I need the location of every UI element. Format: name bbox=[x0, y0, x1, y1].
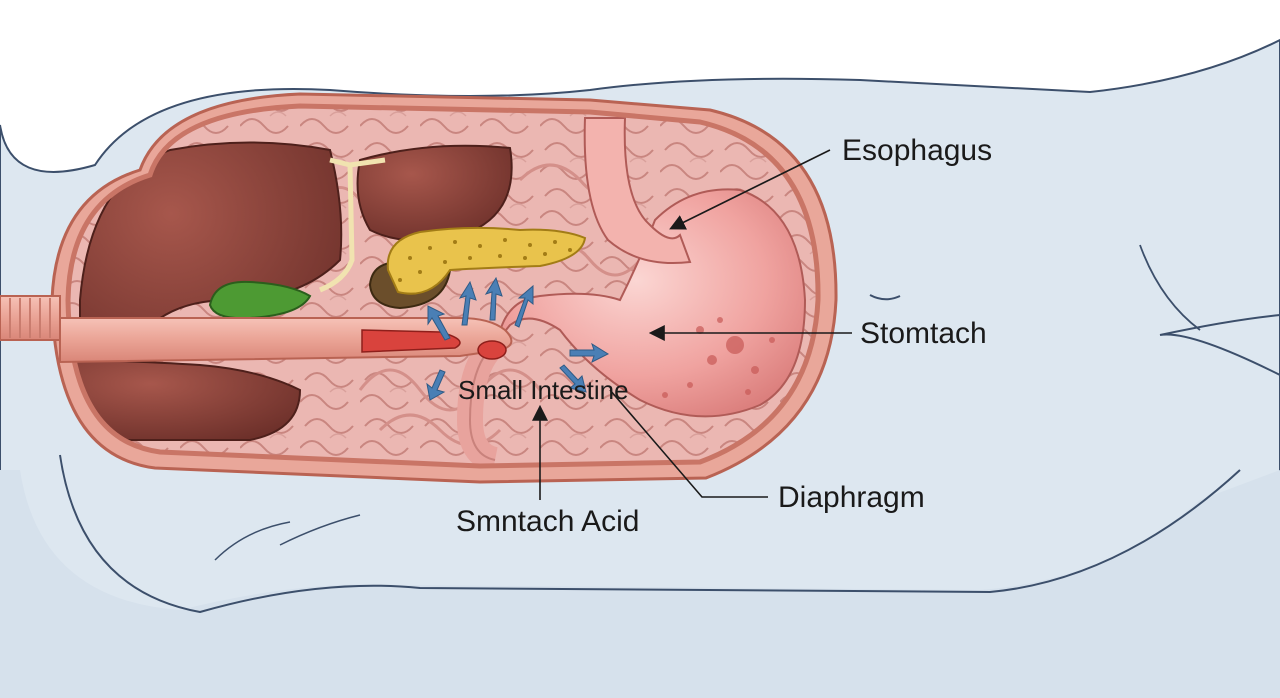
label-esophagus: Esophagus bbox=[842, 134, 992, 167]
label-diaphragm: Diaphragm bbox=[778, 481, 925, 514]
acid-droplet bbox=[478, 341, 506, 359]
label-stomach-acid: Smntach Acid bbox=[456, 505, 639, 538]
label-stomach: Stomtach bbox=[860, 317, 987, 350]
label-small-intestine: Small Intestine bbox=[458, 375, 629, 405]
